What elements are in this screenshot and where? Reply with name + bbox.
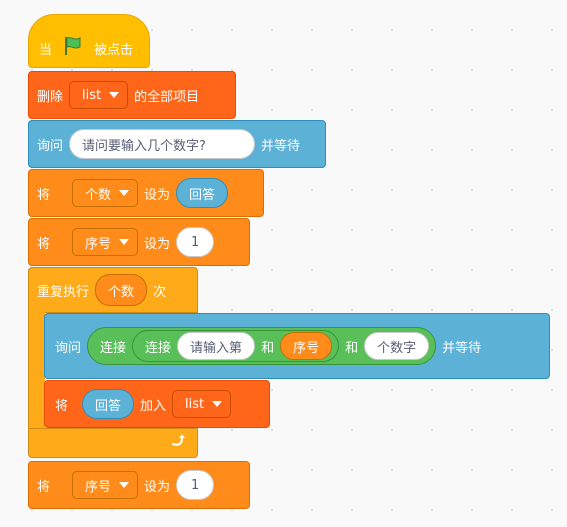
all-items-label: 的全部项目: [134, 89, 200, 105]
join-inner-operator[interactable]: 连接 请输入第 和 序号: [132, 330, 340, 362]
number-input[interactable]: 1: [176, 227, 215, 257]
chevron-down-icon: [119, 482, 130, 488]
times-label: 次: [153, 284, 167, 300]
clicked-label: 被点击: [94, 42, 134, 58]
ask-label: 询问: [37, 138, 64, 154]
set-index-block-2[interactable]: 将 序号 设为 1: [28, 461, 250, 509]
ask-and-wait-block[interactable]: 询问 请问要输入几个数字? 并等待: [28, 120, 326, 168]
to-label: 设为: [144, 187, 171, 203]
ask-join-and-wait-block[interactable]: 询问 连接 连接 请输入第 和 序号 和 个数字 并等待: [44, 313, 550, 379]
variable-dropdown-value: 序号: [85, 479, 112, 495]
variable-dropdown-index[interactable]: 序号: [72, 228, 139, 256]
variable-dropdown-count[interactable]: 个数: [72, 179, 139, 207]
wait-label: 并等待: [261, 138, 301, 154]
set-index-block[interactable]: 将 序号 设为 1: [28, 218, 250, 266]
wait-label: 并等待: [442, 340, 482, 356]
number-input[interactable]: 1: [176, 470, 215, 500]
join-label: 连接: [145, 340, 172, 356]
set-label: 将: [37, 236, 51, 252]
when-flag-clicked-block[interactable]: 当 被点击: [28, 14, 150, 68]
variable-dropdown-value: 序号: [85, 236, 112, 252]
list-dropdown-value: list: [185, 396, 205, 412]
and-label: 和: [345, 340, 359, 356]
repeat-block-bottom: [28, 428, 198, 458]
chevron-down-icon: [119, 239, 130, 245]
add-to-list-block[interactable]: 将 回答 加入 list: [44, 380, 270, 428]
list-dropdown-value: list: [82, 87, 102, 103]
loop-arrow-icon: [169, 432, 187, 454]
answer-reporter[interactable]: 回答: [176, 178, 229, 208]
question-input[interactable]: 请问要输入几个数字?: [69, 129, 256, 159]
join-label: 连接: [100, 340, 127, 356]
add-label: 将: [55, 398, 69, 414]
to-label: 设为: [144, 479, 171, 495]
count-reporter[interactable]: 个数: [95, 274, 148, 306]
and-label: 和: [261, 340, 275, 356]
answer-reporter[interactable]: 回答: [82, 389, 135, 419]
join-outer-operator[interactable]: 连接 连接 请输入第 和 序号 和 个数字: [87, 327, 437, 365]
list-dropdown[interactable]: list: [69, 81, 129, 109]
repeat-block-arm: [28, 312, 45, 428]
join-text-input-2[interactable]: 个数字: [364, 332, 430, 360]
repeat-label: 重复执行: [37, 284, 90, 300]
set-count-block[interactable]: 将 个数 设为 回答: [28, 169, 264, 217]
ask-label: 询问: [55, 340, 82, 356]
variable-dropdown-value: 个数: [85, 187, 112, 203]
chevron-down-icon: [119, 190, 130, 196]
chevron-down-icon: [212, 401, 223, 407]
chevron-down-icon: [109, 92, 120, 98]
to-label: 设为: [144, 236, 171, 252]
set-label: 将: [37, 479, 51, 495]
list-dropdown[interactable]: list: [172, 390, 232, 418]
repeat-block[interactable]: 重复执行 个数 次: [28, 267, 198, 313]
index-reporter[interactable]: 序号: [280, 332, 333, 360]
delete-label: 删除: [37, 89, 64, 105]
join-text-input-1[interactable]: 请输入第: [177, 332, 256, 360]
when-label: 当: [39, 42, 53, 58]
green-flag-icon: [62, 35, 84, 61]
delete-all-of-list-block[interactable]: 删除 list 的全部项目: [28, 71, 236, 119]
add-to-label: 加入: [140, 398, 167, 414]
set-label: 将: [37, 187, 51, 203]
variable-dropdown-index[interactable]: 序号: [72, 471, 139, 499]
